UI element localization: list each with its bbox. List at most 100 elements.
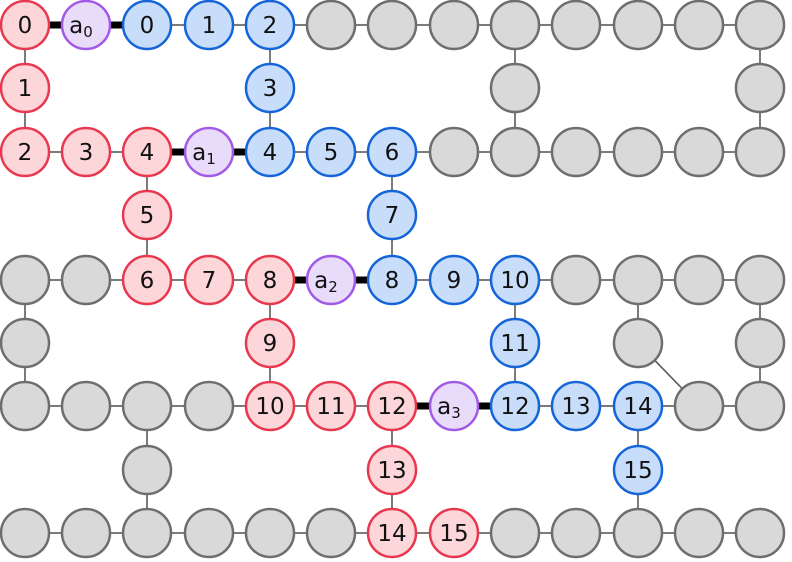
graph-node-blue-3[interactable]: 3 (244, 62, 296, 114)
graph-node-red-12[interactable]: 12 (366, 380, 418, 432)
node-circle[interactable] (550, 380, 602, 432)
graph-node-unlabelled[interactable] (121, 444, 173, 496)
graph-node-red-13[interactable]: 13 (366, 444, 418, 496)
node-circle[interactable] (673, 0, 725, 51)
node-circle[interactable] (428, 507, 480, 559)
node-circle[interactable] (612, 507, 664, 559)
node-circle[interactable] (734, 126, 786, 178)
graph-node-red-4[interactable]: 4 (121, 126, 173, 178)
graph-node-blue-6[interactable]: 6 (366, 126, 418, 178)
node-circle[interactable] (366, 0, 418, 51)
graph-node-anchor-a1[interactable]: a1 (183, 126, 235, 178)
node-circle[interactable] (428, 126, 480, 178)
node-circle[interactable] (0, 317, 51, 369)
graph-node-unlabelled[interactable] (183, 380, 235, 432)
node-circle[interactable] (673, 254, 725, 306)
node-circle[interactable] (366, 126, 418, 178)
node-circle[interactable] (612, 254, 664, 306)
graph-node-unlabelled[interactable] (0, 380, 51, 432)
node-circle[interactable] (612, 317, 664, 369)
graph-node-unlabelled[interactable] (550, 0, 602, 51)
node-circle[interactable] (244, 62, 296, 114)
graph-node-unlabelled[interactable] (673, 380, 725, 432)
node-circle[interactable] (121, 507, 173, 559)
graph-node-unlabelled[interactable] (428, 0, 480, 51)
node-circle[interactable] (0, 126, 51, 178)
graph-node-red-11[interactable]: 11 (305, 380, 357, 432)
graph-node-unlabelled[interactable] (612, 126, 664, 178)
graph-node-unlabelled[interactable] (60, 380, 112, 432)
node-circle[interactable] (0, 507, 51, 559)
node-circle[interactable] (305, 507, 357, 559)
graph-node-blue-9[interactable]: 9 (428, 254, 480, 306)
node-circle[interactable] (489, 254, 541, 306)
node-circle[interactable] (244, 317, 296, 369)
node-circle[interactable] (489, 0, 541, 51)
node-circle[interactable] (734, 62, 786, 114)
node-circle[interactable] (428, 254, 480, 306)
graph-node-red-5[interactable]: 5 (121, 189, 173, 241)
graph-node-blue-15[interactable]: 15 (612, 444, 664, 496)
node-circle[interactable] (489, 380, 541, 432)
node-circle[interactable] (244, 254, 296, 306)
graph-node-unlabelled[interactable] (489, 62, 541, 114)
graph-node-blue-1[interactable]: 1 (183, 0, 235, 51)
node-circle[interactable] (305, 254, 357, 306)
graph-node-red-10[interactable]: 10 (244, 380, 296, 432)
node-circle[interactable] (612, 126, 664, 178)
node-circle[interactable] (60, 254, 112, 306)
graph-node-unlabelled[interactable] (673, 0, 725, 51)
node-circle[interactable] (612, 380, 664, 432)
node-circle[interactable] (673, 126, 725, 178)
node-circle[interactable] (183, 0, 235, 51)
graph-node-unlabelled[interactable] (60, 254, 112, 306)
graph-node-red-3[interactable]: 3 (60, 126, 112, 178)
graph-node-unlabelled[interactable] (428, 126, 480, 178)
node-circle[interactable] (60, 126, 112, 178)
node-circle[interactable] (612, 0, 664, 51)
node-circle[interactable] (550, 254, 602, 306)
graph-node-blue-13[interactable]: 13 (550, 380, 602, 432)
node-circle[interactable] (673, 507, 725, 559)
graph-node-blue-5[interactable]: 5 (305, 126, 357, 178)
node-circle[interactable] (366, 507, 418, 559)
node-circle[interactable] (0, 62, 51, 114)
graph-node-unlabelled[interactable] (550, 254, 602, 306)
graph-node-blue-14[interactable]: 14 (612, 380, 664, 432)
node-circle[interactable] (612, 444, 664, 496)
graph-node-anchor-a3[interactable]: a3 (428, 380, 480, 432)
node-circle[interactable] (673, 380, 725, 432)
graph-node-unlabelled[interactable] (489, 507, 541, 559)
graph-node-unlabelled[interactable] (734, 254, 786, 306)
graph-node-anchor-a2[interactable]: a2 (305, 254, 357, 306)
node-circle[interactable] (489, 126, 541, 178)
graph-node-unlabelled[interactable] (673, 507, 725, 559)
node-circle[interactable] (550, 0, 602, 51)
graph-node-blue-11[interactable]: 11 (489, 317, 541, 369)
node-circle[interactable] (121, 126, 173, 178)
node-circle[interactable] (183, 254, 235, 306)
node-circle[interactable] (366, 189, 418, 241)
node-circle[interactable] (734, 0, 786, 51)
node-circle[interactable] (734, 254, 786, 306)
node-circle[interactable] (428, 380, 480, 432)
node-circle[interactable] (60, 507, 112, 559)
graph-node-unlabelled[interactable] (0, 254, 51, 306)
graph-node-unlabelled[interactable] (612, 254, 664, 306)
node-circle[interactable] (121, 444, 173, 496)
graph-node-red-15[interactable]: 15 (428, 507, 480, 559)
graph-node-blue-0[interactable]: 0 (121, 0, 173, 51)
graph-node-unlabelled[interactable] (489, 126, 541, 178)
graph-node-unlabelled[interactable] (305, 0, 357, 51)
node-circle[interactable] (305, 126, 357, 178)
node-circle[interactable] (489, 317, 541, 369)
graph-node-blue-7[interactable]: 7 (366, 189, 418, 241)
node-circle[interactable] (183, 380, 235, 432)
node-circle[interactable] (366, 444, 418, 496)
node-circle[interactable] (60, 0, 112, 51)
graph-node-blue-12[interactable]: 12 (489, 380, 541, 432)
node-circle[interactable] (0, 380, 51, 432)
graph-node-unlabelled[interactable] (673, 126, 725, 178)
node-circle[interactable] (734, 380, 786, 432)
